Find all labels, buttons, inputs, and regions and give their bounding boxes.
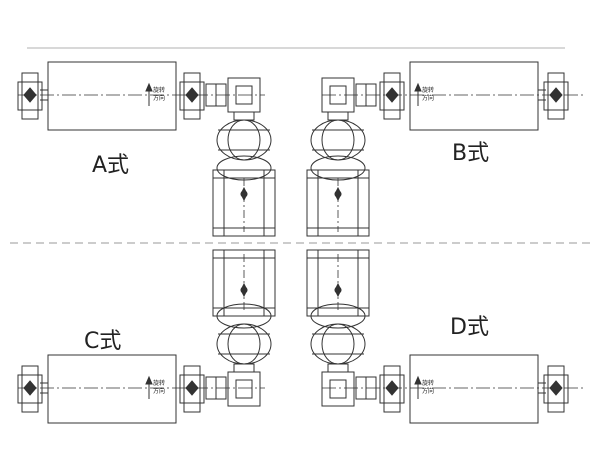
fluid-coupling: [216, 119, 272, 181]
fluid-coupling: [216, 303, 272, 365]
arrow-text-line1: 旋转: [153, 379, 165, 387]
arrow-text-line1: 旋转: [422, 86, 434, 94]
coupling: [355, 376, 377, 400]
roller-drum: [47, 61, 177, 131]
layout-d: 旋转 方向 D式: [306, 249, 584, 424]
motor: [306, 169, 370, 237]
bearing-block-left: [379, 72, 405, 120]
bearing-block-right: [179, 365, 205, 413]
bearing-block-left: [379, 365, 405, 413]
layout-b: 旋转 方向 B式: [306, 61, 584, 237]
rotation-arrow: 旋转 方向: [414, 375, 434, 399]
bearing-block-right: [543, 365, 569, 413]
layout-c: 旋转 方向: [17, 249, 276, 424]
layout-label: A式: [92, 153, 129, 178]
motor: [212, 169, 276, 237]
arrow-text-line1: 旋转: [422, 379, 434, 387]
layout-label: B式: [452, 141, 489, 166]
gearbox: [227, 77, 261, 121]
bearing-block-left: [17, 365, 43, 413]
coupling: [205, 376, 227, 400]
gearbox: [321, 77, 355, 121]
motor: [212, 249, 276, 317]
arrow-text-line2: 方向: [153, 387, 165, 395]
gearbox: [227, 363, 261, 407]
roller-drum: [47, 354, 177, 424]
layout-label: C式: [84, 329, 121, 354]
arrow-text-line2: 方向: [153, 94, 165, 102]
motor: [306, 249, 370, 317]
coupling: [355, 83, 377, 107]
layout-a: 旋转 方向: [17, 61, 276, 237]
bearing-block-right: [179, 72, 205, 120]
rotation-arrow: 旋转 方向: [145, 375, 165, 399]
rotation-arrow: 旋转 方向: [414, 82, 434, 106]
bearing-block-right: [543, 72, 569, 120]
roller-drum: [409, 61, 539, 131]
bearing-block-left: [17, 72, 43, 120]
arrow-text-line2: 方向: [422, 387, 434, 395]
roller-drum: [409, 354, 539, 424]
arrow-text-line1: 旋转: [153, 86, 165, 94]
layout-label: D式: [450, 315, 489, 340]
arrow-text-line2: 方向: [422, 94, 434, 102]
fluid-coupling: [310, 119, 366, 181]
fluid-coupling: [310, 303, 366, 365]
gearbox: [321, 363, 355, 407]
rotation-arrow: 旋转 方向: [145, 82, 165, 106]
coupling: [205, 83, 227, 107]
